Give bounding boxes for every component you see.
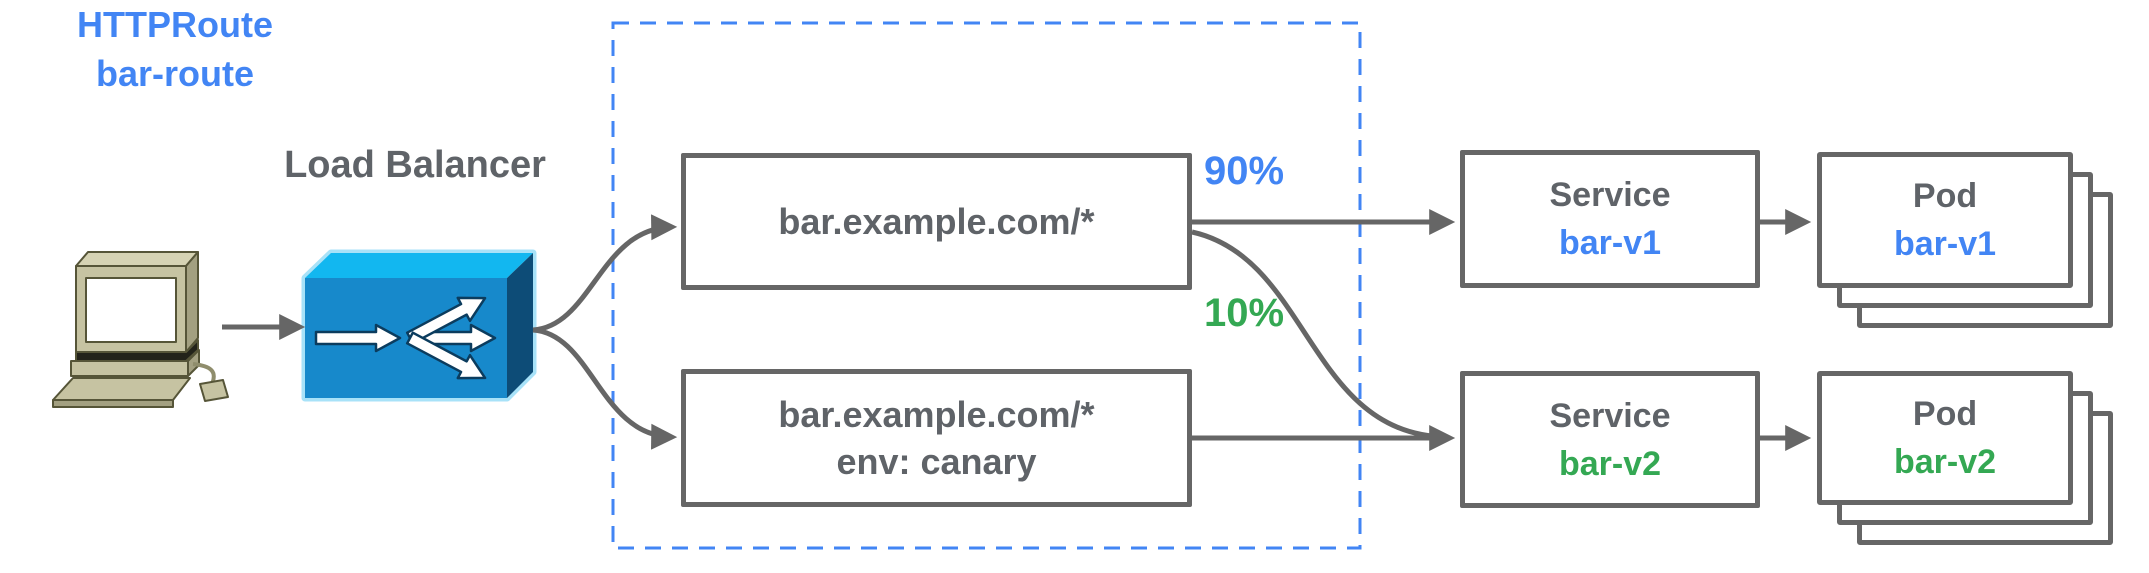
service-bar-v1-box: Service bar-v1 [1460, 150, 1760, 288]
pod-1-kind: Pod [1912, 177, 1978, 215]
load-balancer-box-icon [301, 249, 537, 402]
lb-arrow-glyphs [314, 296, 497, 380]
load-balancer-label: Load Balancer [284, 144, 546, 186]
route-rule-2-header-match: env: canary [836, 441, 1037, 482]
keyboard-front-edge [52, 399, 174, 408]
pod-bar-v2-box: Pod bar-v2 [1817, 371, 2073, 505]
monitor-side-face [185, 251, 199, 353]
pod-bar-v1-box: Pod bar-v1 [1817, 152, 2073, 288]
keyboard [52, 377, 191, 401]
monitor-top-face [75, 251, 199, 267]
weight-90-label: 90% [1204, 149, 1285, 193]
route-rule-2-match: bar.example.com/* [778, 394, 1095, 435]
route-rule-2-box: bar.example.com/* env: canary [681, 369, 1192, 507]
httproute-kind: HTTPRoute [77, 4, 273, 45]
pod-1-name: bar-v1 [1893, 225, 1997, 263]
curve-route1-to-service2 [1191, 229, 1447, 440]
route-rule-1-box: bar.example.com/* [681, 153, 1192, 290]
mouse [199, 379, 229, 402]
computer-base [70, 360, 189, 377]
httproute-title: HTTPRoute bar-route [0, 0, 350, 98]
arrow-lb-to-route1 [532, 214, 678, 333]
httproute-name: bar-route [95, 53, 254, 94]
pod-2-name: bar-v2 [1893, 443, 1997, 481]
lb-side-face [507, 253, 533, 398]
desktop-computer-icon [52, 251, 229, 408]
pod-bar-v1-stack: Pod bar-v1 [1817, 152, 2118, 333]
service-bar-v2-box: Service bar-v2 [1460, 371, 1760, 508]
service-2-kind: Service [1549, 396, 1671, 435]
httproute-group-border [611, 21, 1362, 550]
monitor-screen [85, 277, 177, 343]
arrow-lb-to-route2 [532, 327, 678, 450]
pod-bar-v2-stack: Pod bar-v2 [1817, 371, 2118, 552]
service-1-kind: Service [1549, 176, 1671, 214]
weight-10-label: 10% [1204, 291, 1285, 335]
service-2-name: bar-v2 [1558, 444, 1662, 483]
pod-2-kind: Pod [1912, 395, 1978, 433]
service-1-name: bar-v1 [1558, 224, 1662, 262]
route-rule-1-match: bar.example.com/* [778, 201, 1095, 242]
lb-top-face [305, 253, 533, 278]
